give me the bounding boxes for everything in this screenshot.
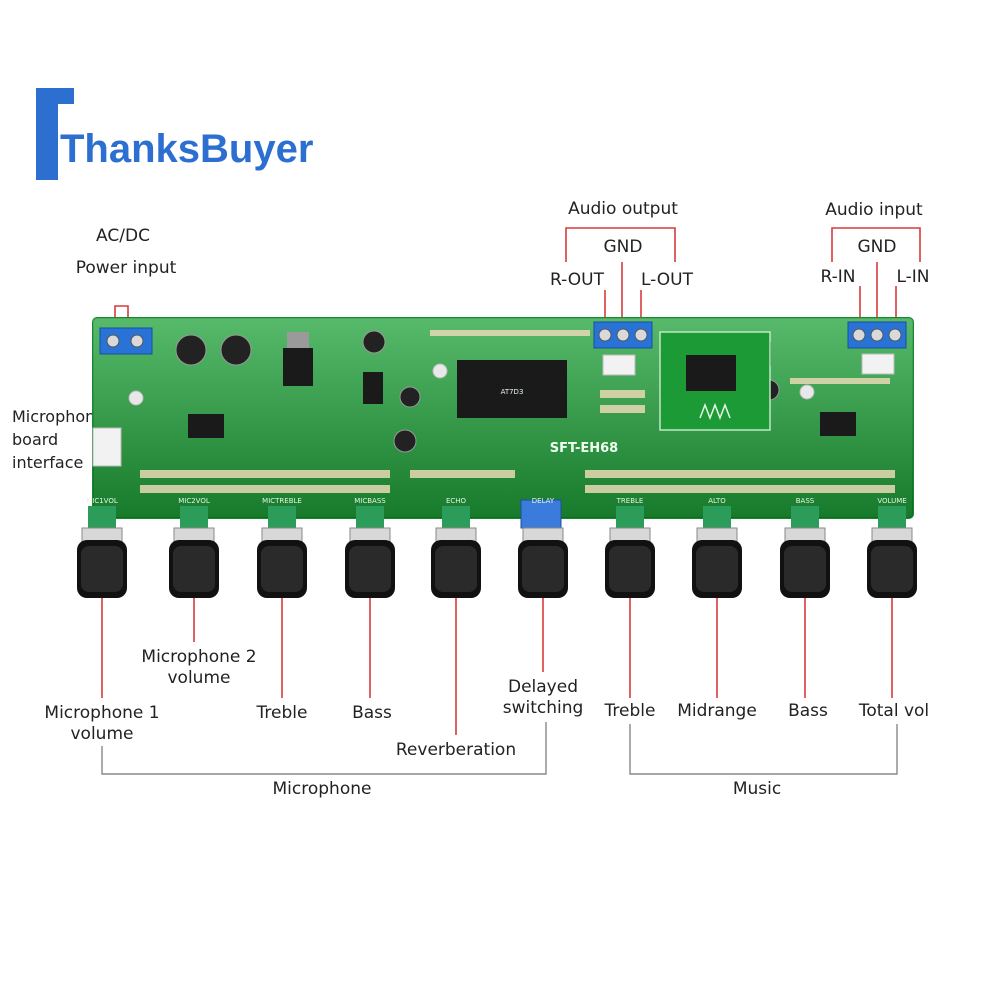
control-label-mic-treble: Treble <box>256 703 308 723</box>
voltage-regulator <box>283 348 313 386</box>
pot-silk-label: MIC1VOL <box>86 497 118 505</box>
potentiometer-1: MIC1VOL <box>77 497 127 598</box>
pot-silk-label: TREBLE <box>616 497 644 505</box>
control-label-music-bass: Bass <box>788 701 828 721</box>
capacitor <box>399 386 421 408</box>
control-label-mic1-line2: volume <box>71 724 134 744</box>
control-label-delay-line2: switching <box>503 698 584 718</box>
potentiometer-8: ALTO <box>692 497 742 598</box>
audio-input-label: Audio input <box>825 200 923 220</box>
control-label-total-vol: Total vol <box>858 701 929 721</box>
mic-board-label-3: interface <box>12 453 83 472</box>
pot-silk-label: ECHO <box>446 497 467 505</box>
capacitor <box>362 330 386 354</box>
control-leaders <box>101 598 893 735</box>
logo-text: ThanksBuyer <box>60 127 313 171</box>
potentiometer-row: MIC1VOL MIC2VOL MICTREBLE MICBASS ECHO DELAY T… <box>77 497 917 598</box>
l-out-label: L-OUT <box>641 270 694 290</box>
audio-output-gnd-label: GND <box>604 237 643 257</box>
microphone-bracket <box>101 722 547 775</box>
acdc-label: AC/DC <box>96 226 150 246</box>
r-out-label: R-OUT <box>550 270 605 290</box>
potentiometer-6: DELAY <box>518 497 568 598</box>
power-input-label: Power input <box>76 258 177 278</box>
control-label-music-treble: Treble <box>604 701 656 721</box>
top-leaders <box>114 227 921 322</box>
capacitor <box>393 429 417 453</box>
l-in-label: L-IN <box>896 267 929 287</box>
control-label-delay-line1: Delayed <box>508 677 578 697</box>
logo-mark <box>36 88 58 180</box>
potentiometer-2: MIC2VOL <box>169 497 219 598</box>
potentiometer-7: TREBLE <box>605 497 655 598</box>
potentiometer-3: MICTREBLE <box>257 497 307 598</box>
main-ic <box>457 360 567 418</box>
mic-board-connector <box>92 427 122 467</box>
mic-board-label-1: Microphone <box>12 407 105 426</box>
ic-label: AT7D3 <box>501 388 524 396</box>
logo-mark-top <box>36 88 74 104</box>
pot-silk-label: ALTO <box>708 497 726 505</box>
control-label-mic-bass: Bass <box>352 703 392 723</box>
pot-silk-label: VOLUME <box>877 497 906 505</box>
board-model: SFT-EH68 <box>550 441 618 456</box>
group-label-microphone: Microphone <box>273 779 372 799</box>
music-bracket <box>629 724 898 775</box>
pcb-board: AT7D3 SFT-EH68 <box>92 317 914 529</box>
capacitor <box>175 334 207 366</box>
control-label-mic1-line1: Microphone 1 <box>44 703 159 723</box>
potentiometer-5: ECHO <box>431 497 481 598</box>
pot-silk-label: MIC2VOL <box>178 497 210 505</box>
audio-output-label: Audio output <box>568 199 678 219</box>
pot-silk-label: MICBASS <box>354 497 386 505</box>
r-in-label: R-IN <box>821 267 856 287</box>
capacitor <box>220 334 252 366</box>
control-label-mic2-line2: volume <box>168 668 231 688</box>
audio-input-gnd-label: GND <box>858 237 897 257</box>
potentiometer-4: MICBASS <box>345 497 395 598</box>
pot-silk-label: BASS <box>796 497 815 505</box>
potentiometer-10: VOLUME <box>867 497 917 598</box>
group-label-music: Music <box>733 779 781 799</box>
control-label-midrange: Midrange <box>677 701 757 721</box>
control-label-reverberation: Reverberation <box>396 740 516 760</box>
potentiometer-9: BASS <box>780 497 830 598</box>
logo: ThanksBuyer <box>36 88 313 180</box>
pot-silk-label: MICTREBLE <box>262 497 302 505</box>
pot-silk-label: DELAY <box>532 497 555 505</box>
control-label-mic2-line1: Microphone 2 <box>141 647 256 667</box>
mic-board-label-2: board <box>12 430 58 449</box>
